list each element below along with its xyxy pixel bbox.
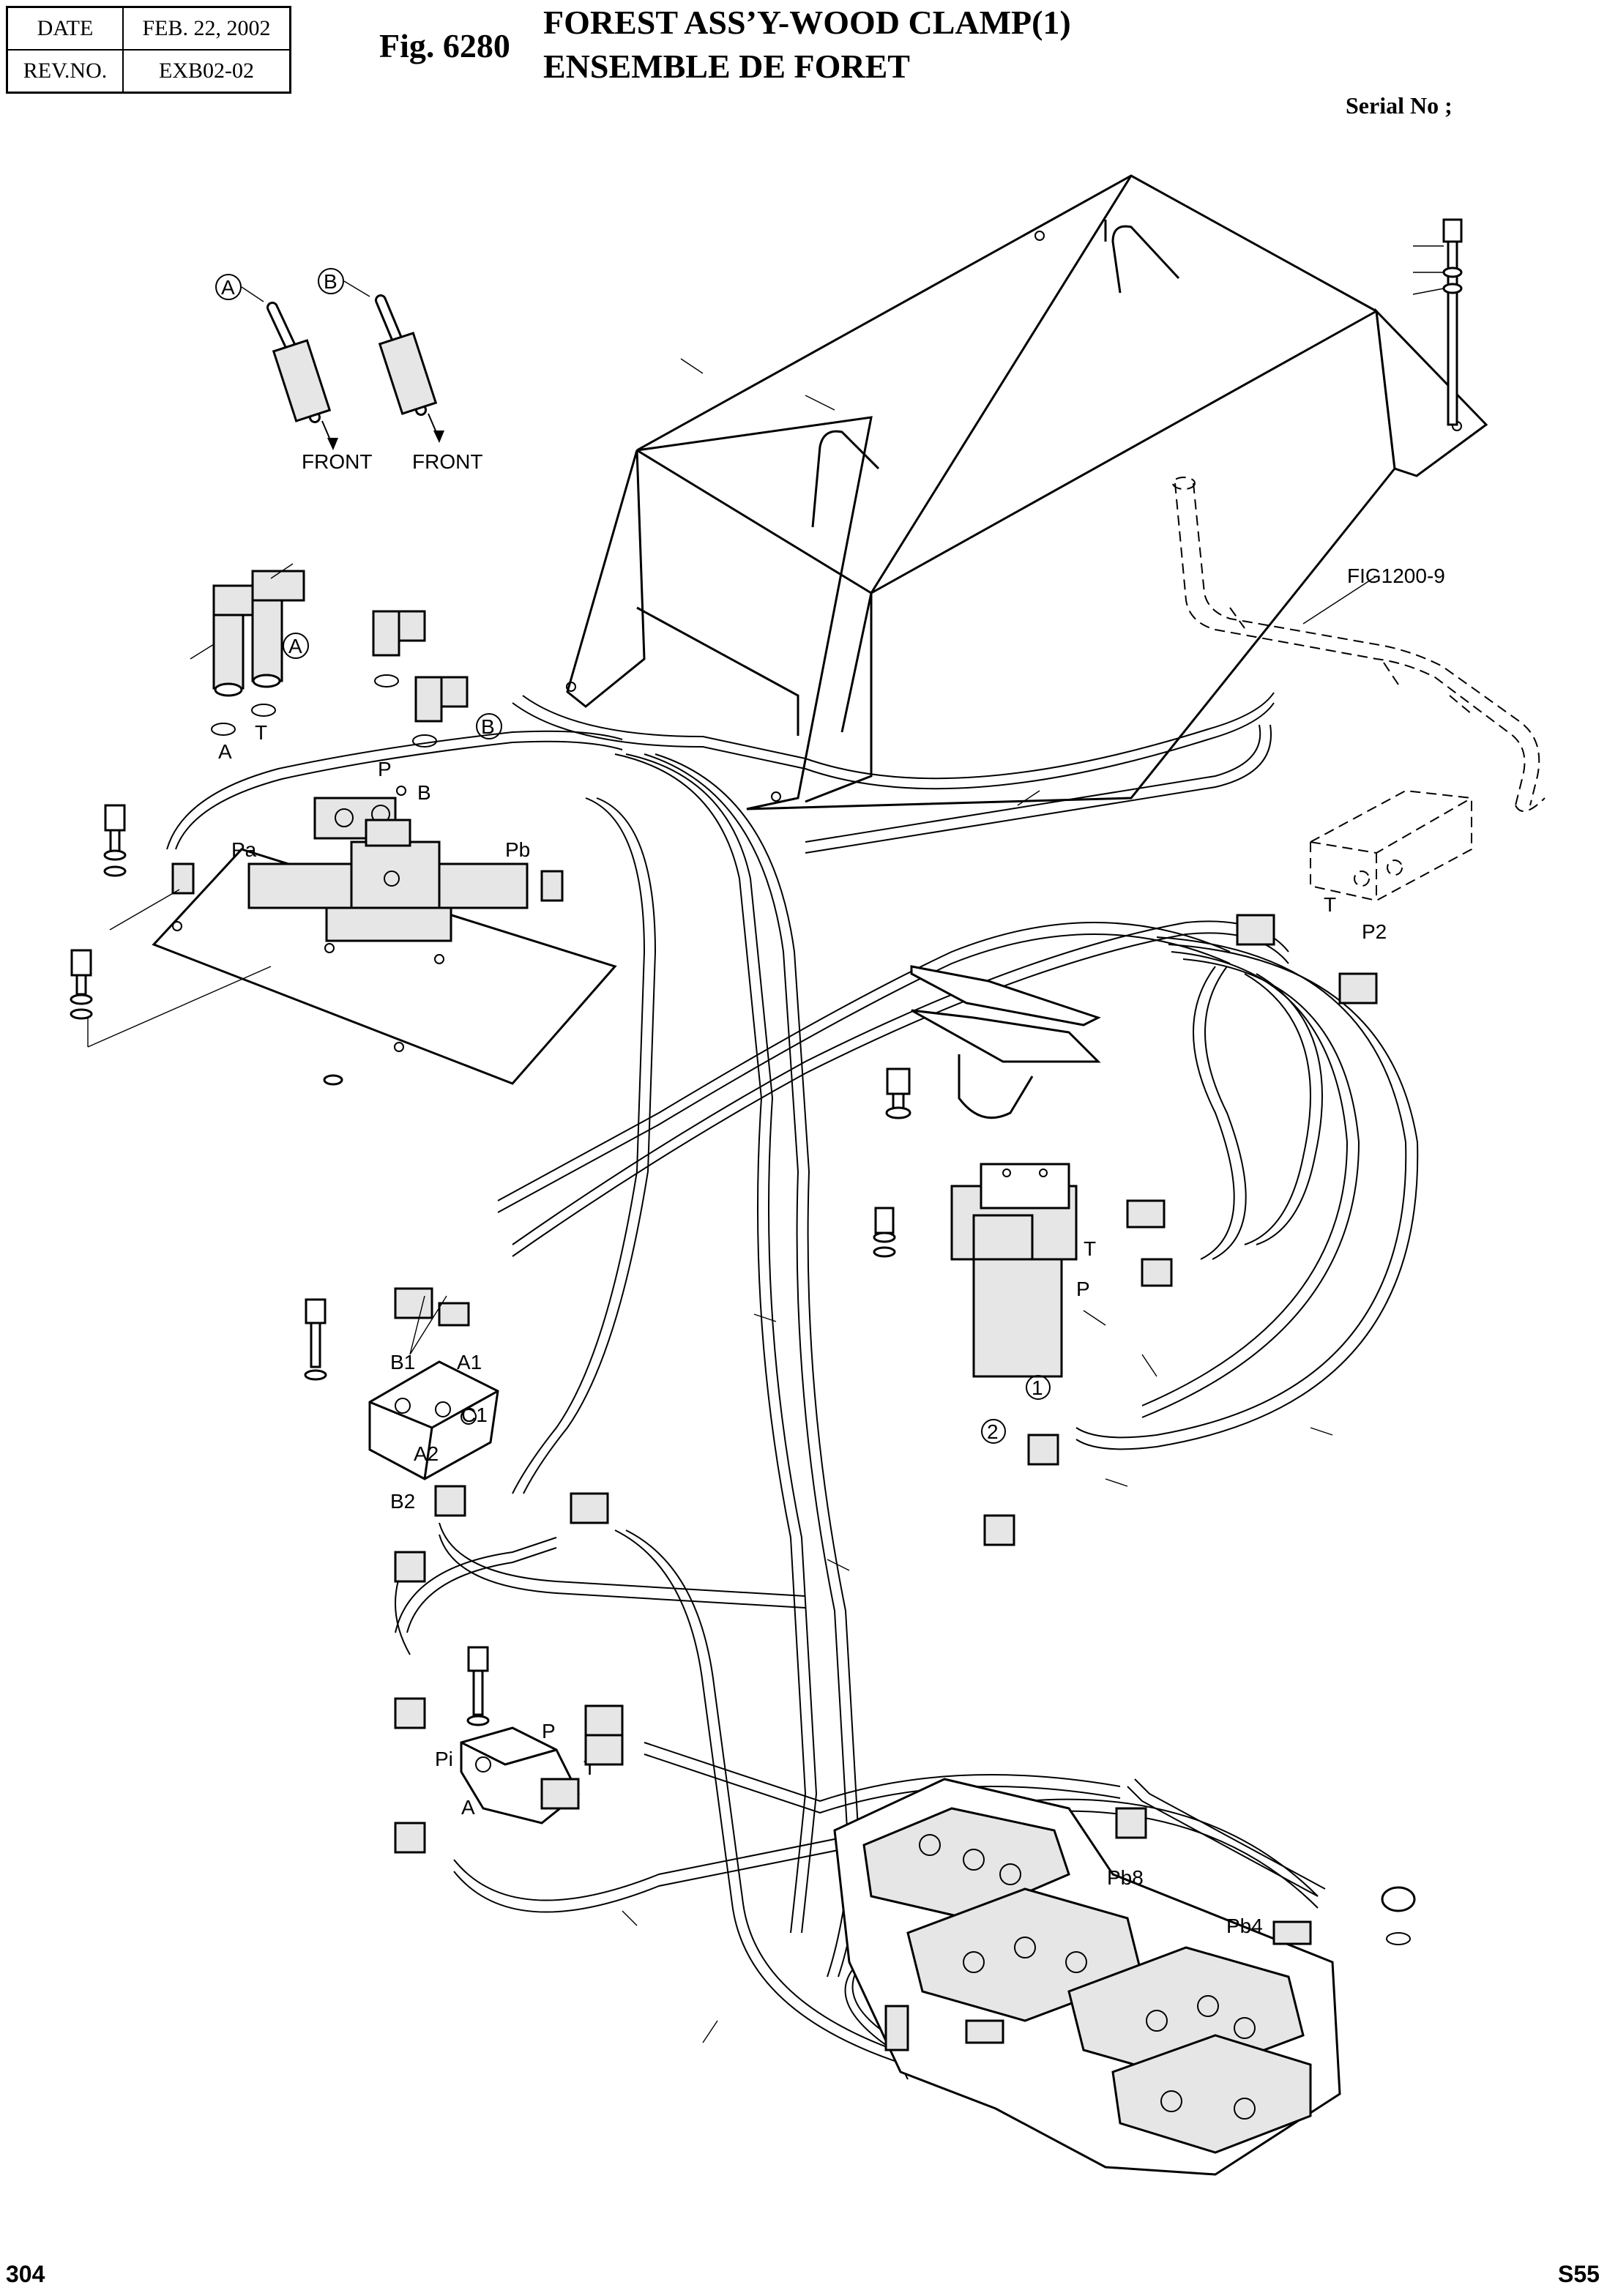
date-value: FEB. 22, 2002 bbox=[122, 6, 291, 51]
fig-ref-label: FIG1200-9 bbox=[1347, 564, 1445, 587]
port-a-lower: A bbox=[461, 1796, 475, 1819]
fitting-callout-b: B bbox=[481, 715, 495, 738]
hose-assembly-b: B FRONT bbox=[318, 268, 482, 473]
port-b1-label: B1 bbox=[390, 1351, 415, 1374]
main-control-valve: Pb8 Pb4 bbox=[833, 1778, 1416, 2176]
port-a1-label: A1 bbox=[457, 1351, 482, 1374]
hose-assembly-a: A FRONT bbox=[215, 274, 372, 473]
date-label: DATE bbox=[6, 6, 124, 51]
valve-block-c1: B1 A1 C1 A2 B2 bbox=[304, 1287, 609, 1583]
callout-num-1: 1 bbox=[1032, 1376, 1043, 1399]
port-pa-label: Pa bbox=[231, 838, 257, 861]
rev-value: EXB02-02 bbox=[122, 49, 291, 94]
port-pb4-label: Pb4 bbox=[1226, 1915, 1263, 1937]
figure-number: Fig. 6280 bbox=[379, 27, 510, 64]
port-pb-label: Pb bbox=[505, 838, 530, 861]
port-t-right: T bbox=[1324, 893, 1336, 916]
elbow-fittings-left: A T A bbox=[190, 563, 309, 763]
valve-block-p2: T P2 bbox=[1236, 789, 1472, 1004]
valve-block-pi: Pi A P T bbox=[394, 1646, 624, 1854]
port-a2-label: A2 bbox=[414, 1442, 439, 1465]
fitting-port-t: T bbox=[255, 721, 267, 744]
leader-lines bbox=[409, 358, 1333, 2043]
callout-b-label: B bbox=[324, 270, 338, 293]
page-title: FOREST ASS’Y-WOOD CLAMP(1) bbox=[543, 4, 1071, 41]
front-label-b: FRONT bbox=[412, 450, 482, 473]
fitting-callout-a: A bbox=[288, 635, 302, 657]
fitting-port-a: A bbox=[218, 740, 232, 763]
front-label-a: FRONT bbox=[302, 450, 372, 473]
revision-block: DATE FEB. 22, 2002 REV.NO. EXB02-02 bbox=[6, 6, 291, 94]
port-p-lower: P bbox=[542, 1720, 556, 1742]
bolt-set-top-right bbox=[1412, 218, 1463, 426]
callout-num-2: 2 bbox=[987, 1420, 999, 1443]
cover-panel bbox=[566, 174, 1488, 810]
port-p2-label: P2 bbox=[1362, 920, 1387, 943]
page-subtitle: ENSEMBLE DE FORET bbox=[543, 48, 910, 85]
port-c1-label: C1 bbox=[461, 1404, 488, 1426]
fitting-port-p: P bbox=[378, 758, 392, 780]
pedal-bracket: T P 1 2 bbox=[873, 965, 1173, 1546]
elbow-fittings-center: B P B bbox=[372, 610, 502, 804]
rev-label: REV.NO. bbox=[6, 49, 124, 94]
sheet-code: S55 bbox=[1558, 2261, 1600, 2287]
port-b2-label: B2 bbox=[390, 1490, 415, 1513]
reference-frame-fig1200-9: FIG1200-9 bbox=[1172, 477, 1546, 812]
callout-a-label: A bbox=[221, 276, 235, 299]
fitting-port-b: B bbox=[417, 781, 431, 804]
port-pb8-label: Pb8 bbox=[1107, 1866, 1144, 1889]
port-pi-label: Pi bbox=[435, 1748, 453, 1770]
bolt-set-left bbox=[70, 804, 343, 1086]
pilot-valve-plate: Pa Pb bbox=[152, 786, 617, 1085]
serial-label: Serial No ; bbox=[1346, 92, 1453, 119]
page-number: 304 bbox=[6, 2261, 45, 2287]
pedal-port-t: T bbox=[1084, 1237, 1096, 1260]
pedal-port-p: P bbox=[1076, 1278, 1090, 1300]
